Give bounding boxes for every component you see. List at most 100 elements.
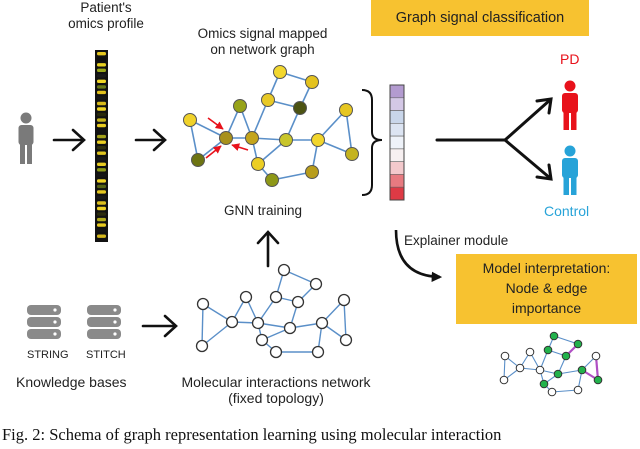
- attention-arrow: [231, 143, 249, 151]
- omics-bar-cell: [97, 151, 106, 155]
- important-node: [561, 351, 571, 361]
- omics-bar-cell: [97, 118, 106, 122]
- network-node: [309, 277, 323, 291]
- db-disk: [87, 317, 121, 327]
- embedding-vector: [389, 84, 405, 201]
- omics-bar-cell: [97, 195, 106, 200]
- embedding-cell: [389, 135, 405, 150]
- network-node: [283, 321, 297, 335]
- explainer-arrow: [394, 229, 443, 283]
- omics-bar-cell: [97, 85, 106, 89]
- omics-bar-cell: [97, 112, 106, 117]
- omics-bar-cell: [97, 173, 106, 177]
- attention-arrow: [205, 145, 222, 159]
- db-led: [113, 320, 117, 324]
- pd-person-icon: [562, 80, 578, 130]
- db-led: [113, 332, 117, 336]
- molecular-network-edges: [201, 269, 347, 353]
- db-disk: [87, 305, 121, 315]
- embedding-cell: [389, 97, 405, 111]
- embedding-cell: [389, 110, 405, 124]
- db-led: [53, 320, 57, 324]
- gnn-node: [311, 133, 325, 147]
- pd-label: PD: [560, 51, 580, 67]
- arrow-profile-to-graph: [134, 128, 167, 152]
- omics-bar-cell: [97, 57, 106, 61]
- network-node: [195, 339, 209, 353]
- omics-bar-cell: [97, 179, 106, 183]
- network-node: [269, 290, 283, 304]
- gnn-node: [251, 157, 265, 171]
- network-edge: [201, 303, 204, 347]
- important-node: [573, 339, 583, 349]
- omics-bar-cell: [97, 101, 106, 106]
- importance-graph-node: [573, 385, 583, 395]
- importance-graph-nodes: [499, 331, 603, 397]
- gnn-node: [191, 153, 205, 167]
- embedding-cell: [389, 123, 405, 137]
- omics-bar-cell: [97, 190, 106, 194]
- omics-bar-cell: [97, 96, 106, 100]
- graph-signal-classification-box: Graph signal classification: [371, 0, 589, 36]
- embedding-brace: [361, 89, 383, 196]
- omics-bar-cell: [97, 217, 106, 222]
- omics-signal-label: Omics signal mapped on network graph: [197, 26, 328, 57]
- importance-graph-node: [535, 365, 545, 375]
- gnn-node: [345, 147, 359, 161]
- omics-bar-cell: [97, 184, 106, 189]
- omics-bar-cell: [97, 74, 106, 78]
- importance-graph-node: [500, 351, 510, 361]
- important-node: [553, 369, 563, 379]
- omics-bar-cell: [97, 146, 106, 150]
- db-disk: [27, 317, 61, 327]
- arrow-db-to-network: [141, 314, 178, 338]
- gnn-node: [219, 131, 233, 145]
- model-interpretation-label: Model interpretation: Node & edge import…: [482, 260, 611, 316]
- patient-profile-label: Patient's omics profile: [68, 0, 144, 31]
- control-label: Control: [544, 203, 590, 219]
- gnn-node: [183, 113, 197, 127]
- gnn-node: [339, 103, 353, 117]
- importance-graph-node: [591, 351, 601, 361]
- omics-bar-cell: [97, 68, 106, 72]
- gnn-node: [261, 93, 275, 107]
- omics-bar-cell: [97, 134, 106, 139]
- omics-bar-cell: [97, 201, 106, 205]
- network-node: [269, 345, 283, 359]
- omics-bar-cell: [97, 212, 106, 216]
- gnn-node: [233, 99, 247, 113]
- network-edge: [201, 321, 233, 347]
- db-led: [113, 308, 117, 312]
- omics-profile-bar: [95, 50, 108, 242]
- patient-person-icon: [18, 112, 34, 164]
- knowledge-bases-label: Knowledge bases: [16, 374, 127, 390]
- gnn-graph-edges: [189, 71, 353, 181]
- network-node: [315, 316, 329, 330]
- importance-graph-node: [515, 363, 525, 373]
- gnn-node: [293, 101, 307, 115]
- molecular-network-label: Molecular interactions network (fixed to…: [181, 374, 371, 407]
- string-database-icon: [27, 305, 61, 339]
- embedding-cell: [389, 148, 405, 162]
- network-node: [255, 333, 269, 347]
- figure-caption: Fig. 2: Schema of graph representation l…: [2, 425, 502, 444]
- omics-bar-cell: [97, 107, 106, 111]
- network-node: [239, 290, 253, 304]
- db-led: [53, 332, 57, 336]
- network-node: [311, 345, 325, 359]
- network-node: [277, 263, 291, 277]
- omics-bar-cell: [97, 123, 106, 128]
- omics-bar-cell: [97, 52, 106, 56]
- arrow-patient-to-profile: [52, 128, 86, 152]
- gnn-training-label: GNN training: [224, 203, 303, 218]
- arrow-network-to-gnn: [256, 230, 280, 268]
- omics-bar-cell: [97, 79, 106, 83]
- control-person-icon: [562, 145, 578, 195]
- omics-bar-cell: [97, 129, 106, 133]
- model-interpretation-box: Model interpretation: Node & edge import…: [456, 254, 637, 324]
- omics-bar-cell: [97, 223, 106, 227]
- gnn-graph-nodes: [183, 65, 359, 187]
- important-node: [543, 345, 553, 355]
- network-edge: [343, 299, 347, 341]
